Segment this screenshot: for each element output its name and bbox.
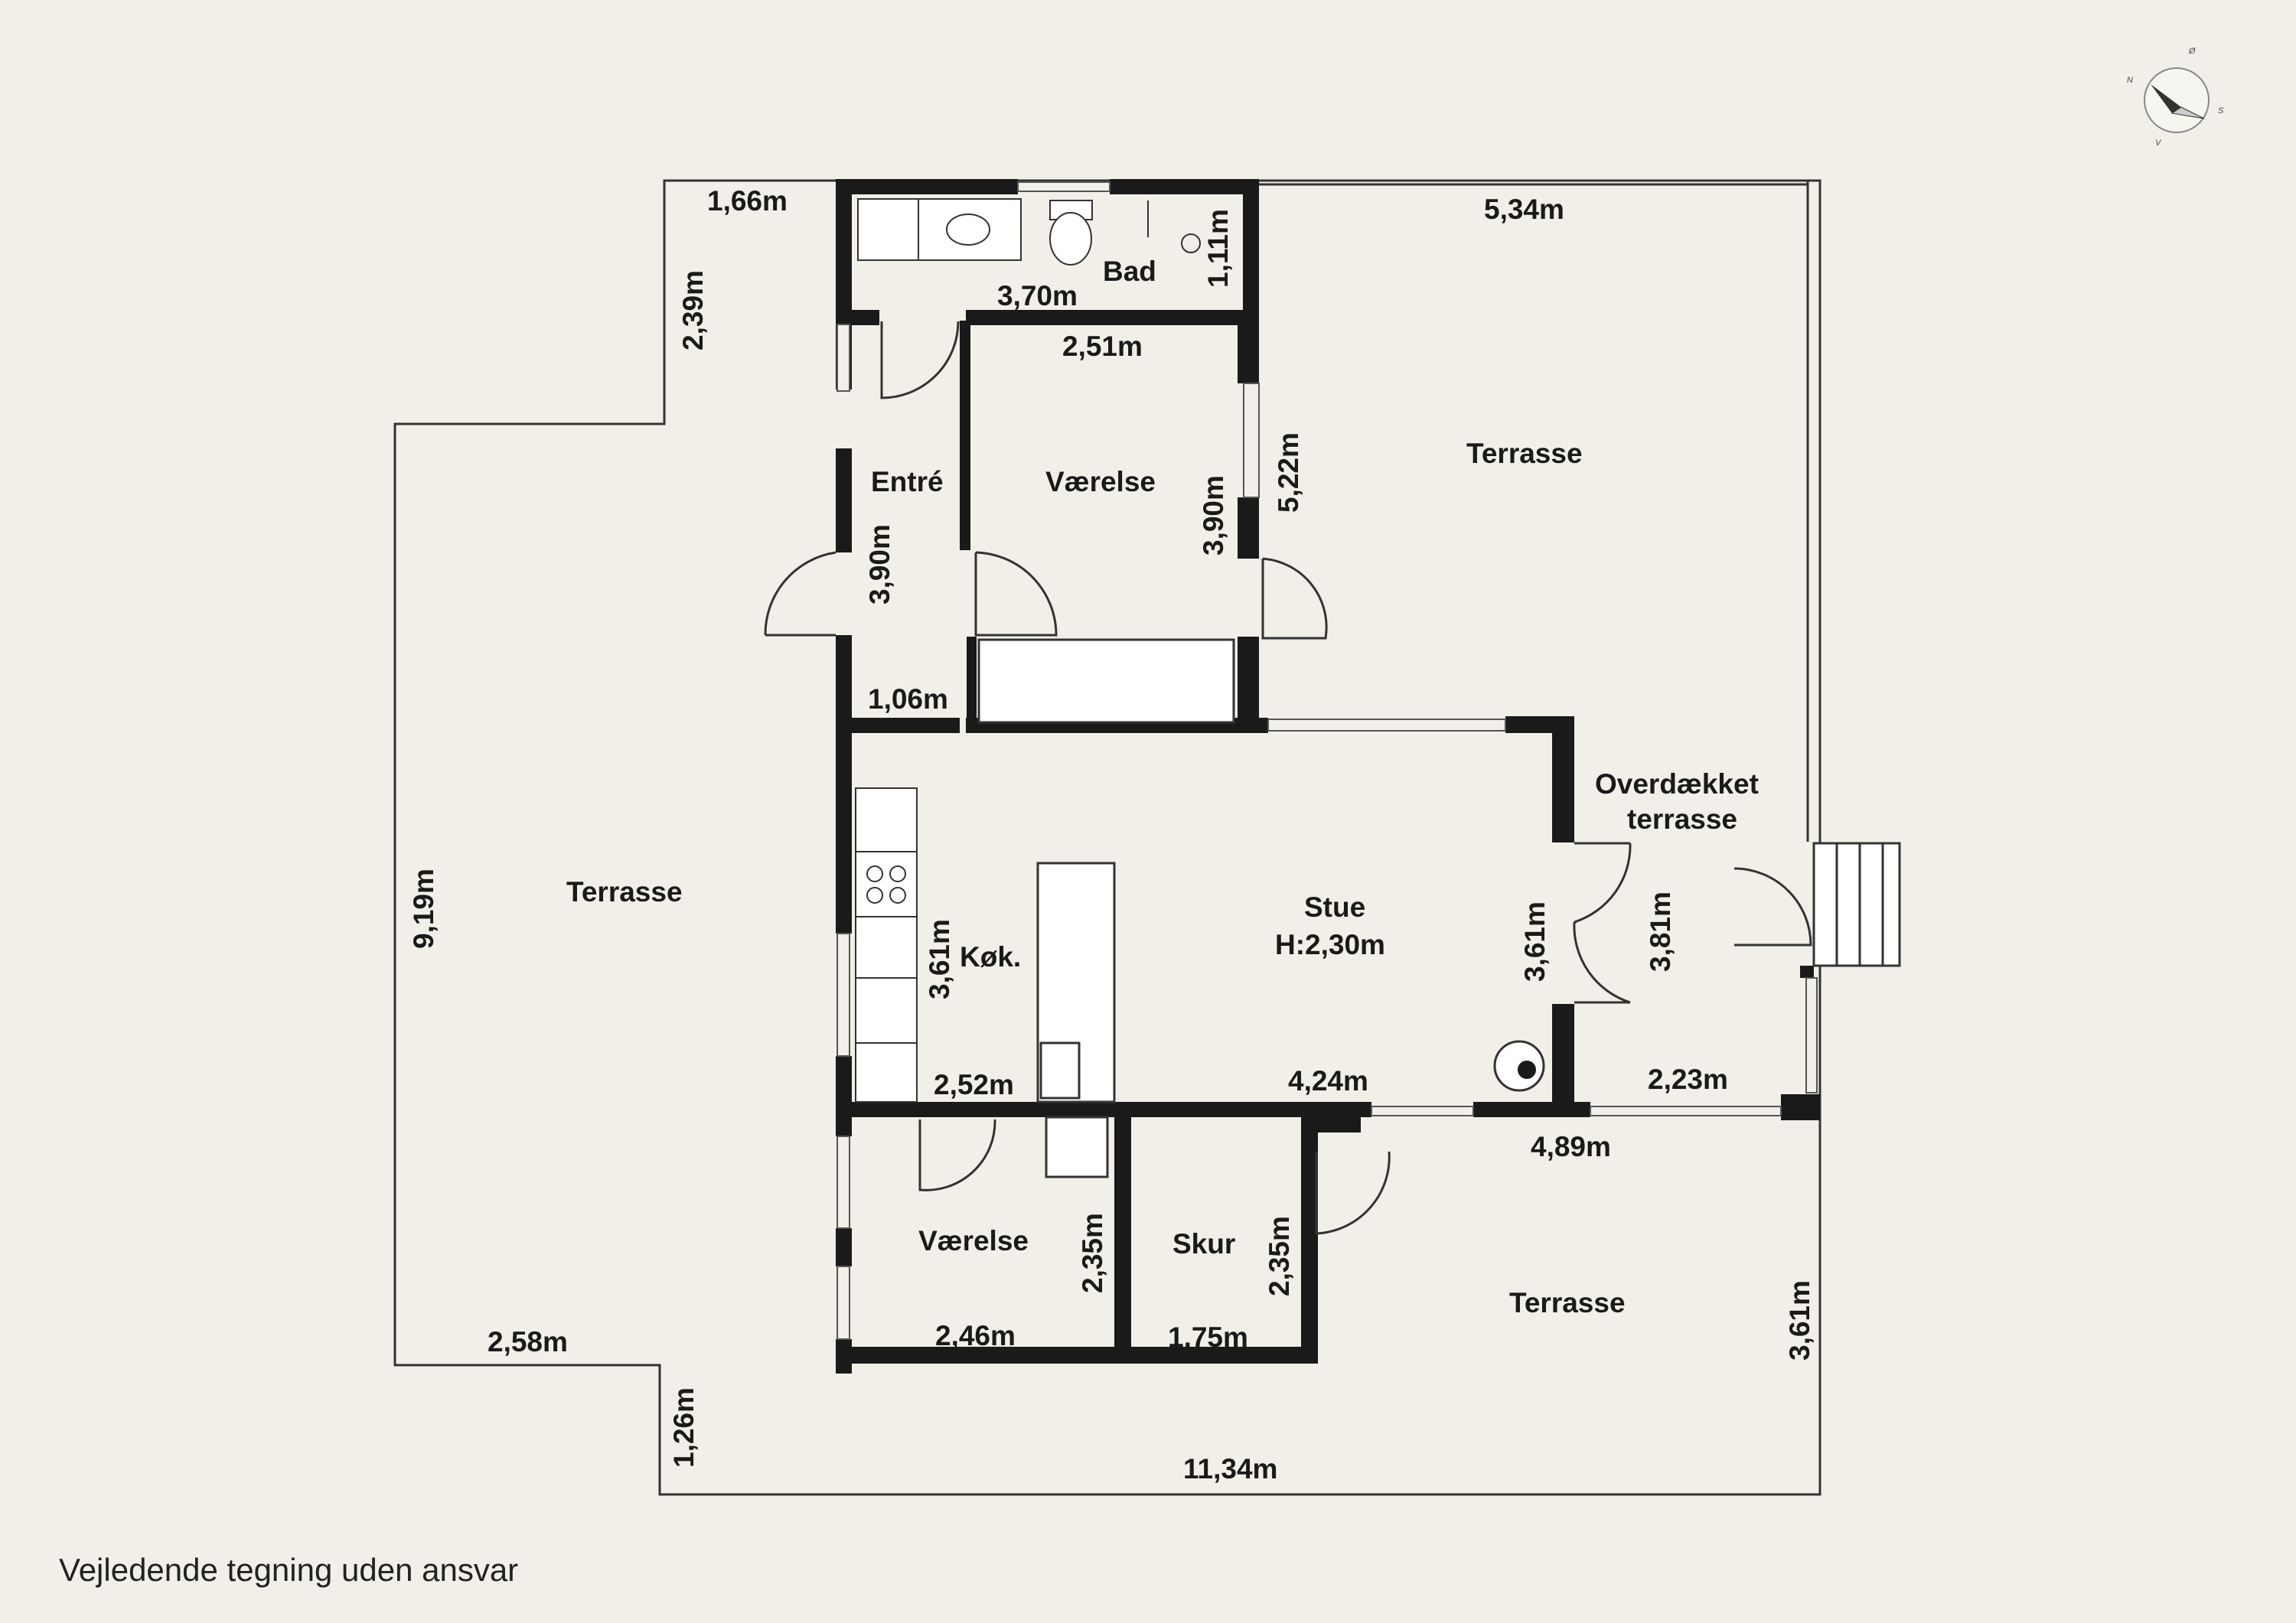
- dim-2-46: 2,46m: [935, 1320, 1016, 1351]
- dim-1-26: 1,26m: [668, 1387, 700, 1468]
- room-stue-height: H:2,30m: [1275, 929, 1385, 960]
- dim-2-39: 2,39m: [677, 270, 709, 350]
- dim-5-22: 5,22m: [1273, 432, 1304, 513]
- dim-3-90-room: 3,90m: [1198, 475, 1229, 556]
- dim-1-75: 1,75m: [1168, 1322, 1248, 1353]
- stove: [1493, 1040, 1545, 1092]
- dim-3-61-stue: 3,61m: [1519, 901, 1551, 982]
- room-terrasse-se: Terrasse: [1509, 1287, 1626, 1318]
- dim-4-89: 4,89m: [1531, 1131, 1611, 1162]
- room-vaerelse-bottom: Værelse: [918, 1225, 1029, 1256]
- room-labels: Bad Entré Værelse Terrasse Terrasse Stue…: [566, 256, 1759, 1318]
- compass-o: Ø: [2188, 47, 2197, 56]
- windows: [837, 181, 1818, 1340]
- sofa: [1036, 862, 1116, 1178]
- dim-1-06: 1,06m: [868, 683, 948, 715]
- room-stue: Stue: [1304, 891, 1365, 923]
- room-entre: Entré: [871, 466, 944, 497]
- stairs: [1812, 842, 1901, 967]
- bathroom-fixtures: [857, 198, 1201, 266]
- room-kok: Køk.: [960, 941, 1021, 973]
- dim-2-51: 2,51m: [1062, 331, 1143, 362]
- wardrobe: [977, 638, 1235, 724]
- dim-2-35-b: 2,35m: [1264, 1216, 1295, 1296]
- dim-2-58: 2,58m: [488, 1326, 568, 1357]
- room-terrasse-ne: Terrasse: [1466, 438, 1583, 469]
- kitchen-counter: [855, 787, 918, 1103]
- compass-v: V: [2155, 139, 2162, 148]
- dim-3-61-kok: 3,61m: [924, 919, 955, 999]
- dim-3-90-entre: 3,90m: [864, 524, 895, 605]
- terrace-outline: [393, 179, 1821, 1496]
- dim-1-66: 1,66m: [707, 185, 788, 217]
- room-overdaekket-2: terrasse: [1627, 803, 1737, 835]
- room-bad: Bad: [1103, 256, 1156, 287]
- disclaimer-text: Vejledende tegning uden ansvar: [59, 1552, 519, 1588]
- compass-s: S: [2218, 106, 2224, 116]
- dim-2-52: 2,52m: [934, 1069, 1014, 1100]
- room-overdaekket-1: Overdækket: [1595, 768, 1759, 800]
- dim-2-35-a: 2,35m: [1077, 1213, 1108, 1293]
- dim-2-23: 2,23m: [1648, 1064, 1728, 1095]
- room-terrasse-w: Terrasse: [566, 876, 683, 908]
- dim-3-61-se: 3,61m: [1784, 1280, 1815, 1361]
- dim-1-11: 1,11m: [1202, 209, 1234, 288]
- dim-11-34: 11,34m: [1183, 1453, 1277, 1484]
- dim-9-19: 9,19m: [408, 869, 439, 949]
- room-vaerelse-top: Værelse: [1045, 466, 1156, 497]
- dimension-labels: 1,66m 3,70m 5,34m 2,51m 1,06m 2,52m 4,24…: [408, 185, 1815, 1484]
- dim-5-34: 5,34m: [1484, 194, 1564, 225]
- compass-n: N: [2127, 76, 2133, 85]
- doors: [764, 321, 1812, 1235]
- dim-3-81: 3,81m: [1645, 891, 1676, 972]
- dim-4-24: 4,24m: [1288, 1065, 1368, 1097]
- dim-3-70: 3,70m: [997, 280, 1078, 311]
- room-skur: Skur: [1172, 1228, 1235, 1260]
- compass: N Ø S V: [2127, 47, 2224, 148]
